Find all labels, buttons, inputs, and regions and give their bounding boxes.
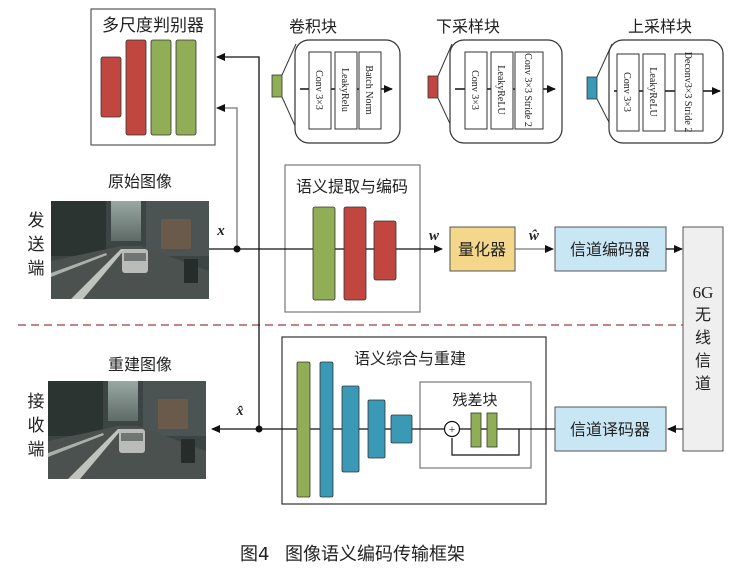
legend-up-block: 上采样块 Conv 3×3 LeakyReLU Deconv3×3 Stride… [586,17,724,144]
disc-layer-2 [125,39,147,136]
down-layer-2: LeakyReLU [495,65,506,115]
up-block-swatch [586,76,598,100]
figure-number: 图4 [240,544,269,565]
figure-caption: 图像语义编码传输框架 [285,544,465,565]
svg-text:收: 收 [28,416,45,436]
svg-text:无: 无 [695,305,711,324]
sender-side-label: 发 送 端 [28,211,45,279]
svg-text:端: 端 [28,259,45,279]
svg-text:送: 送 [28,235,45,255]
signal-w-label: w [429,228,440,244]
down-block-swatch [427,75,439,99]
channel-encoder-label: 信道编码器 [570,240,650,259]
decoder-layer-3 [341,385,360,473]
disc-layer-4 [175,39,197,136]
reconstructed-image-title: 重建图像 [108,355,172,374]
channel-decoder-label: 信道译码器 [570,420,650,439]
original-image-title: 原始图像 [108,172,172,191]
encoder-title: 语义提取与编码 [296,177,408,196]
residual-sum-node [443,420,461,438]
svg-text:线: 线 [695,328,711,347]
encoder-layer-1 [312,206,336,301]
decoder-title: 语义综合与重建 [354,349,466,368]
residual-layer-1 [470,412,482,448]
svg-text:+: + [449,422,456,436]
svg-text:接: 接 [28,392,45,412]
discriminator-title: 多尺度判别器 [102,16,204,36]
conv-block-swatch [271,74,283,98]
decoder-layer-4 [367,399,386,459]
conv-layer-2: LeakyRelu [339,68,350,112]
channel-6g-label: 6G [693,283,714,302]
disc-layer-3 [150,39,172,136]
svg-text:道: 道 [695,374,711,393]
up-block-title: 上采样块 [628,17,692,36]
decoder-layer-5 [390,414,413,444]
down-block-title: 下采样块 [436,17,500,36]
legend-conv-block: 卷积块 Conv 3×3 LeakyRelu Batch Norm [271,17,401,144]
down-layer-3: Conv 3×3 Stride 2 [522,53,533,127]
reconstructed-image [48,381,206,479]
channel-6g-box [682,226,724,452]
encoder-layer-3 [373,220,397,281]
conv-block-title: 卷积块 [289,17,337,36]
path-x-hat-to-discriminator [216,53,260,429]
up-layer-1: Conv 3×3 [621,72,632,112]
conv-layer-3: Batch Norm [363,65,374,114]
quantizer-label: 量化器 [458,240,506,259]
encoder-layer-2 [343,206,367,301]
decoder-layer-2 [319,361,334,498]
legend-down-block: 下采样块 Conv 3×3 LeakyReLU Conv 3×3 Stride … [427,17,563,144]
channel-encoder-box [554,226,667,272]
conv-layer-1: Conv 3×3 [313,70,324,110]
signal-x-hat-label: x̂ [236,404,244,419]
svg-text:发: 发 [28,211,45,231]
junction-x-hat [255,425,263,433]
receiver-side-label: 接 收 端 [28,392,45,460]
up-layer-3: Deconv3×3 Stride 2 [682,52,693,133]
decoder-layer-1 [296,361,311,498]
signal-w-hat-label: ŵ [528,228,539,244]
residual-title: 残差块 [452,391,497,409]
svg-text:信: 信 [695,351,711,370]
residual-layer-2 [486,412,498,448]
discriminator-box: 多尺度判别器 [90,8,216,146]
down-layer-1: Conv 3×3 [469,70,480,110]
path-x-to-discriminator [216,104,238,249]
junction-x [233,245,241,253]
up-layer-2: LeakyReLU [647,67,658,117]
quantizer-box [449,226,516,272]
residual-block: 残差块 [419,381,532,469]
disc-layer-1 [100,56,122,118]
original-image [51,201,209,299]
signal-x-label: x [216,223,225,239]
svg-text:端: 端 [28,440,45,460]
